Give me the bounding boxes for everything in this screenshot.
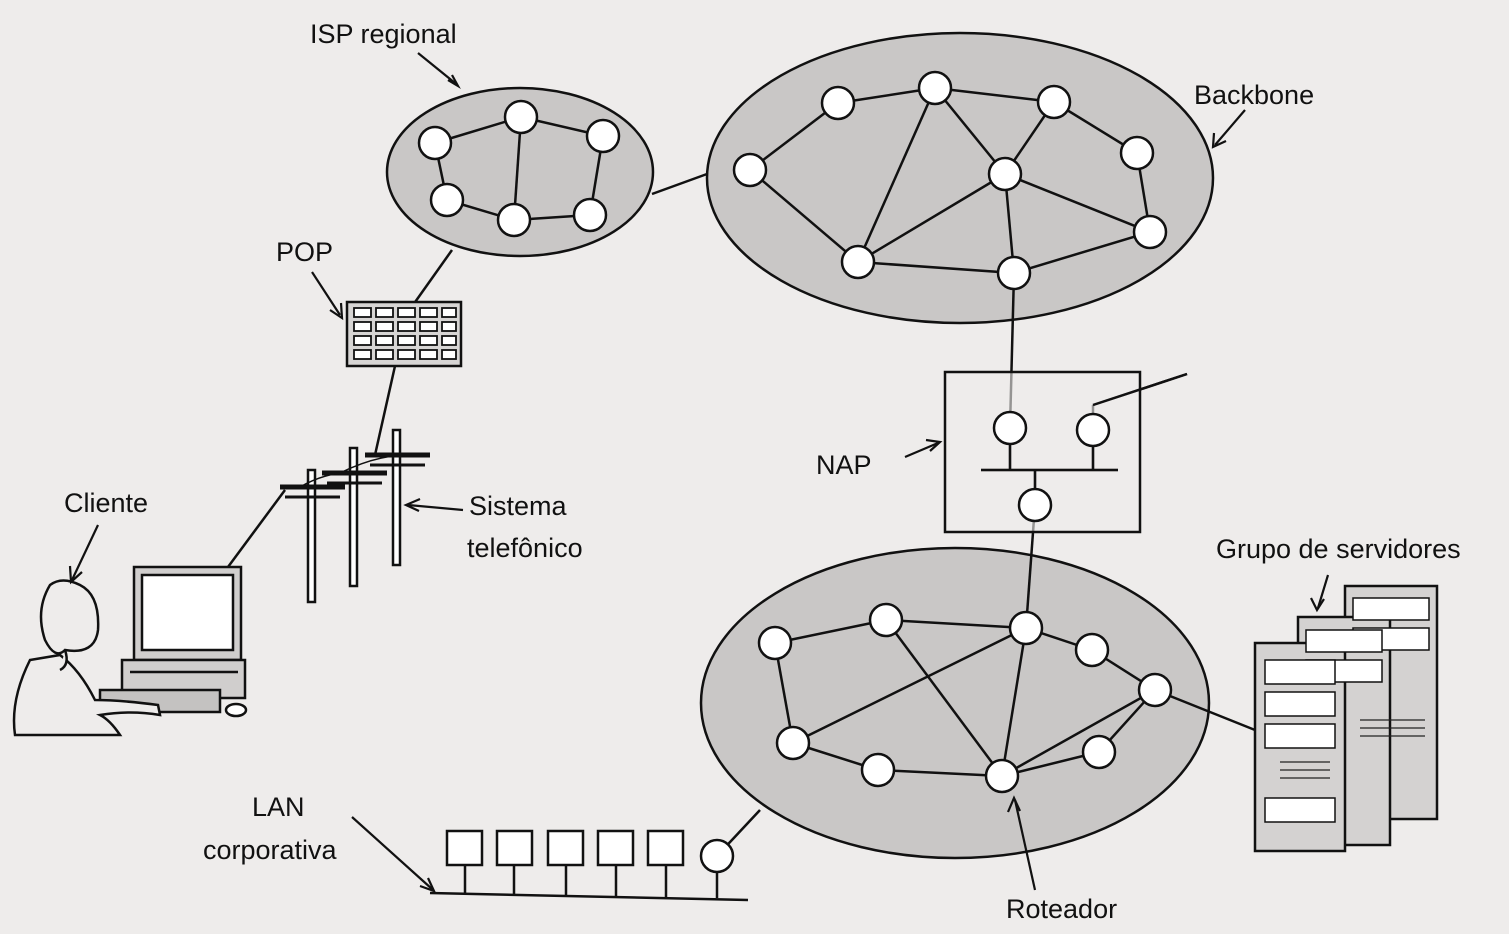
label-roteador: Roteador — [1006, 894, 1118, 924]
backbone-nodes — [732, 70, 1168, 291]
label-isp-regional: ISP regional — [310, 19, 457, 49]
label-grupo-de-servidores: Grupo de servidores — [1216, 534, 1461, 564]
server-group-icon — [1253, 584, 1439, 853]
client-computer-icon — [98, 565, 248, 718]
pop-device-icon — [345, 300, 463, 368]
label-lan-corporativa-2: corporativa — [203, 835, 337, 865]
label-cliente: Cliente — [64, 488, 149, 518]
external-links — [226, 249, 1261, 857]
lower-network-nodes — [757, 602, 1173, 794]
isp-backbone-link — [651, 172, 708, 196]
backbone-cloud — [705, 31, 1215, 325]
lan-corporativa — [429, 829, 749, 902]
client-person-icon — [12, 579, 162, 737]
label-nap: NAP — [816, 450, 872, 480]
label-pop: POP — [276, 237, 334, 267]
label-sistema-telefonico-1: Sistema — [469, 491, 567, 521]
label-sistema-telefonico-2: telefônico — [467, 533, 583, 563]
label-lan-corporativa-1: LAN — [252, 792, 305, 822]
isp-nodes — [417, 99, 621, 238]
label-backbone: Backbone — [1194, 80, 1315, 110]
label-arrows — [68, 52, 1330, 893]
telephone-poles-icon — [280, 428, 430, 604]
nap-nodes — [992, 410, 1111, 523]
lower-network-cloud — [699, 546, 1211, 860]
